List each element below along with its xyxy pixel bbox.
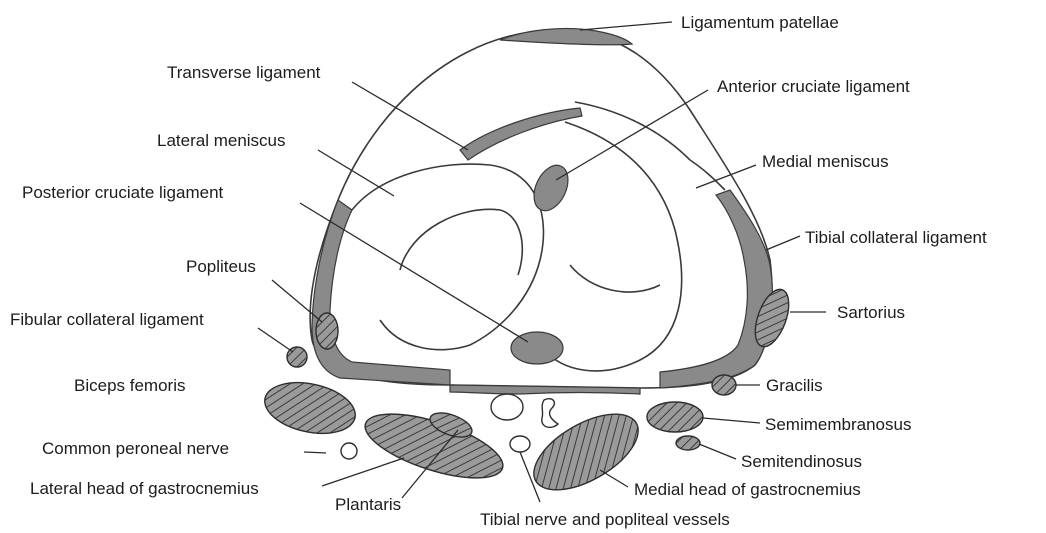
posterior-capsule-strip [450, 385, 640, 394]
leader-tibial-collateral [766, 236, 800, 250]
leader-semitendinosus [699, 444, 736, 459]
popliteus-shape [316, 313, 338, 349]
lateral-capsule-band [312, 200, 450, 385]
label-anterior-cruciate-ligament: Anterior cruciate ligament [717, 77, 910, 96]
biceps-femoris-shape [260, 375, 360, 441]
label-gracilis: Gracilis [766, 376, 823, 395]
tibial-nerve-shape [510, 436, 530, 452]
popliteal-vein-shape [542, 399, 558, 428]
label-tibial-nerve-and-popliteal-vessels: Tibial nerve and popliteal vessels [480, 510, 730, 529]
semimembranosus-shape [647, 402, 703, 432]
label-fibular-collateral-ligament: Fibular collateral ligament [10, 310, 204, 329]
lateral-meniscus-shape [352, 164, 543, 350]
common-peroneal-nerve-shape [341, 443, 357, 459]
lateral-meniscus-inner [400, 209, 522, 275]
medial-meniscus-edge [690, 160, 725, 190]
label-semitendinosus: Semitendinosus [741, 452, 862, 471]
label-tibial-collateral-ligament: Tibial collateral ligament [805, 228, 987, 247]
label-medial-meniscus: Medial meniscus [762, 152, 889, 171]
label-biceps-femoris: Biceps femoris [74, 376, 185, 395]
leader-fibular-collateral [258, 328, 293, 352]
leader-lateral-gastrocnemius [322, 458, 404, 486]
ligamentum-patellae-shape [500, 28, 632, 44]
leader-lateral-meniscus [318, 150, 394, 196]
label-lateral-meniscus: Lateral meniscus [157, 131, 286, 150]
medial-meniscus-inner [570, 265, 660, 292]
leader-ligamentum-patellae [580, 22, 672, 30]
transverse-ligament-shape [460, 108, 582, 160]
medial-head-gastrocnemius-shape [522, 399, 650, 505]
anterior-cruciate-ligament-shape [527, 160, 574, 216]
label-ligamentum-patellae: Ligamentum patellae [681, 13, 839, 32]
leader-medial-gastrocnemius [600, 470, 628, 487]
popliteal-artery-shape [491, 394, 523, 420]
leader-common-peroneal [304, 452, 326, 453]
label-sartorius: Sartorius [837, 303, 905, 322]
label-plantaris: Plantaris [335, 495, 401, 514]
label-semimembranosus: Semimembranosus [765, 415, 911, 434]
label-transverse-ligament: Transverse ligament [167, 63, 321, 82]
label-medial-head-of-gastrocnemius: Medial head of gastrocnemius [634, 480, 861, 499]
leader-semimembranosus [703, 418, 760, 423]
label-common-peroneal-nerve: Common peroneal nerve [42, 439, 229, 458]
label-popliteus: Popliteus [186, 257, 256, 276]
semitendinosus-shape [676, 436, 700, 450]
label-posterior-cruciate-ligament: Posterior cruciate ligament [22, 183, 224, 202]
medial-meniscus-shape [545, 122, 682, 371]
gracilis-shape [712, 375, 736, 395]
label-lateral-head-of-gastrocnemius: Lateral head of gastrocnemius [30, 479, 259, 498]
leader-medial-meniscus [696, 165, 756, 188]
